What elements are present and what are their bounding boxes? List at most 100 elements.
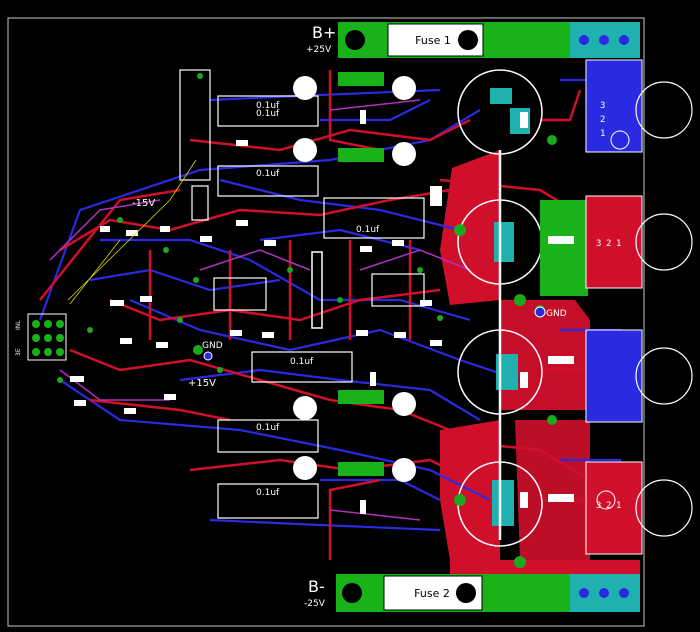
input-label-2: 3E (15, 348, 22, 356)
gnd-right-pad (534, 306, 546, 318)
small-cap (191, 185, 209, 221)
smd-pad (420, 300, 432, 306)
pin-label: 1 (616, 501, 621, 511)
header-pin (56, 334, 64, 342)
inner-traces (49, 99, 471, 521)
fuse1-pad-a (345, 30, 365, 50)
input-label: INL (15, 320, 22, 330)
smd-pad (110, 300, 124, 306)
via (337, 297, 343, 303)
pin-label: 1 (600, 129, 605, 139)
pin-label: 2 (600, 115, 605, 125)
driver-transistor (392, 142, 416, 166)
mount-hole (635, 213, 693, 271)
smd-pad (262, 332, 274, 338)
airwires (67, 159, 197, 305)
via (117, 217, 123, 223)
cap-pad (494, 222, 514, 262)
connector-bottom-pin1 (579, 588, 589, 598)
pin-labels: 3 2 1 3 2 1 3 2 1 (596, 101, 621, 511)
input-header: INL 3E (15, 313, 67, 361)
power-stage-1 (457, 59, 693, 155)
driver-transistor (293, 456, 317, 480)
via (287, 267, 293, 273)
via-large (514, 556, 526, 568)
header-pin (32, 334, 40, 342)
driver-transistor (293, 396, 317, 420)
smd-pad (230, 330, 242, 336)
b-minus-label: B- (308, 577, 325, 596)
cap-pad (496, 354, 518, 390)
smd-pad (520, 112, 528, 128)
heatsink-transistor (585, 461, 643, 555)
smd-pad (360, 246, 372, 252)
via-large (454, 224, 466, 236)
fuse1-assembly: Fuse 1 (338, 22, 486, 58)
power-stage-4 (457, 461, 693, 555)
connector-top-pin3 (619, 35, 629, 45)
power-stage-3 (457, 329, 693, 423)
plus15-label: +15V (188, 378, 216, 389)
smd-pad (70, 376, 84, 382)
film-cap (323, 197, 425, 239)
smd-pad (520, 372, 528, 388)
driver-transistor (293, 76, 317, 100)
gnd-left-label: GND (202, 341, 223, 351)
driver-transistors (293, 76, 416, 482)
fuse2-label: Fuse 2 (414, 587, 450, 600)
header-pin (56, 320, 64, 328)
header-outline (27, 313, 67, 361)
via (547, 135, 557, 145)
fuse2-pad-b (456, 583, 476, 603)
cap-pad (490, 88, 512, 104)
transistor-pad (596, 490, 616, 510)
bminus-pour (486, 574, 576, 612)
power-stages (457, 59, 693, 555)
driver-transistor (392, 392, 416, 416)
via (177, 317, 183, 323)
board-outline (7, 17, 645, 627)
pin-label: 2 (606, 501, 611, 511)
film-cap (217, 419, 319, 453)
cap-pad (492, 480, 514, 526)
smd-pad (236, 140, 248, 146)
smd-pad (394, 332, 406, 338)
heatsink-transistor (585, 329, 643, 423)
pin-label: 3 (596, 239, 601, 249)
copper-pour-upper (440, 150, 500, 305)
pin-strip (338, 72, 384, 86)
header-pin (56, 348, 64, 356)
connector-top-pin2 (599, 35, 609, 45)
cap-value-label: 0.1uf (290, 357, 314, 367)
via (437, 315, 443, 321)
via (547, 415, 557, 425)
smd-pad (120, 338, 132, 344)
smd-pad (140, 296, 152, 302)
via (417, 267, 423, 273)
cap-value-label: 0.1uf (256, 488, 280, 498)
film-capacitors (179, 69, 425, 519)
smd-pad (126, 230, 138, 236)
fuse2-pad-a (342, 583, 362, 603)
header-pin (44, 320, 52, 328)
transistor-pad (610, 130, 630, 150)
smd-pad (520, 492, 528, 508)
via (87, 327, 93, 333)
cap-value-label: 0.1uf (256, 101, 280, 111)
pin-strip (338, 390, 384, 404)
heatsink-pour (540, 200, 588, 296)
smd-pads (70, 110, 574, 514)
smd-pad (548, 356, 574, 364)
via-large (514, 294, 526, 306)
film-cap-vertical (179, 69, 211, 181)
driver-transistor (293, 138, 317, 162)
cap-value-label: 0.1uf (356, 225, 380, 235)
minus15-label: -15V (132, 198, 155, 209)
via (197, 73, 203, 79)
smd-pad (264, 240, 276, 246)
driver-transistor (392, 76, 416, 100)
mount-hole (635, 479, 693, 537)
connector-bottom-pin3 (619, 588, 629, 598)
smd-pad (548, 236, 574, 244)
